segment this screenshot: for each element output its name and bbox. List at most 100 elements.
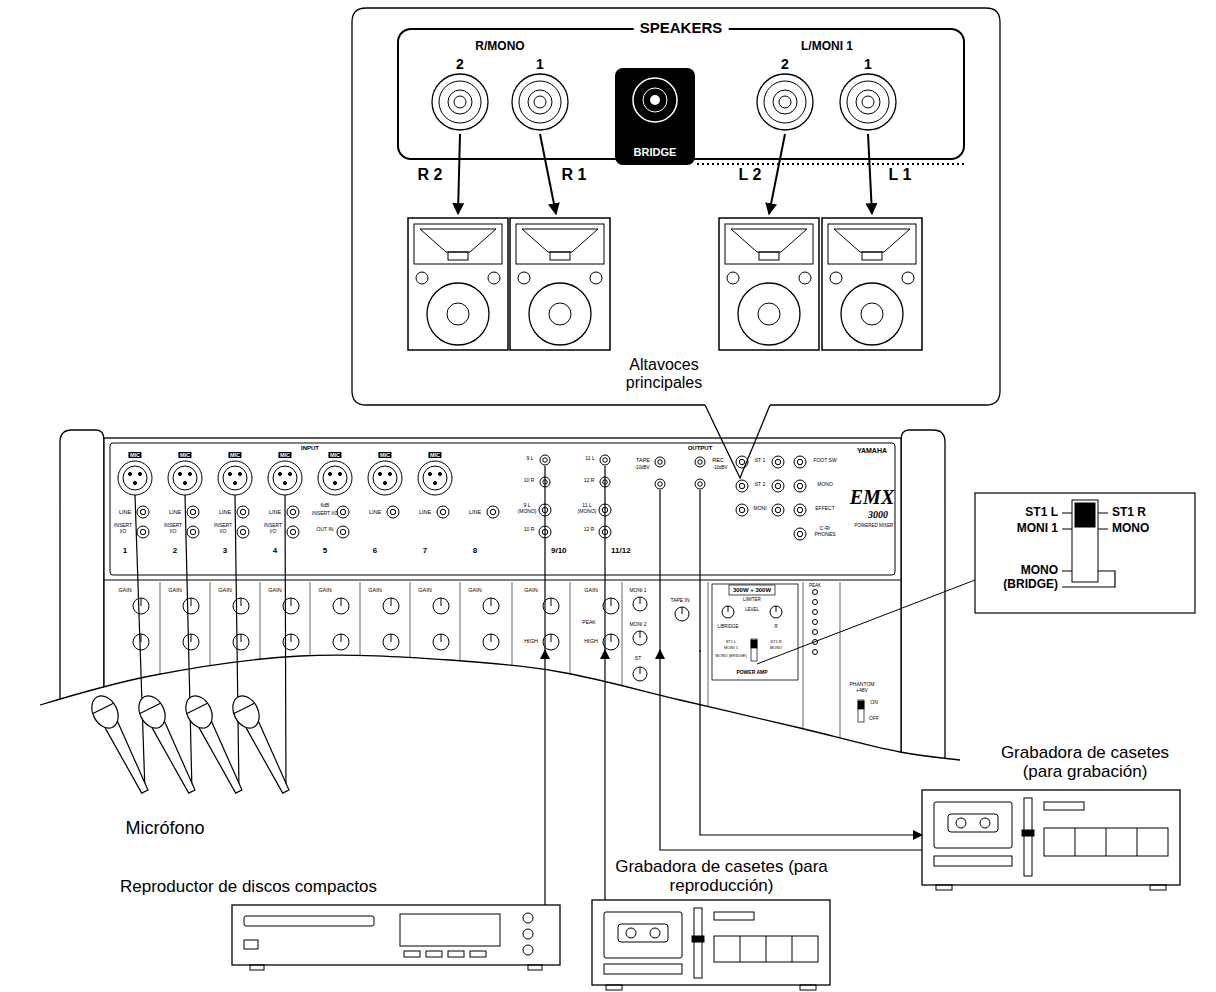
- phone-jack: [655, 479, 665, 489]
- jack-label: -10dBV: [634, 465, 649, 470]
- switch-label: MONO: [770, 646, 782, 651]
- jack-label: MIC: [428, 452, 441, 458]
- rotary-knob: [722, 606, 734, 618]
- cable-label: R 1: [562, 166, 587, 184]
- rotary-knob: [776, 606, 777, 612]
- speaker-cable: [458, 134, 872, 214]
- jack-label: LINE: [119, 509, 131, 515]
- xlr-jack: [178, 472, 181, 475]
- switch-inset: [1072, 500, 1098, 582]
- phone-jack: [772, 456, 784, 468]
- xlr-jack: [288, 472, 291, 475]
- jack-number: 2: [456, 56, 464, 72]
- input-cable: [699, 490, 700, 652]
- xlr-jack: [418, 461, 452, 495]
- rotary-knob: [133, 634, 149, 650]
- speaker-output-panel: SPEAKERS21BRIDGE21: [397, 28, 965, 160]
- phone-jack: [797, 507, 802, 512]
- cd-player: [448, 951, 464, 957]
- xlr-jack: [328, 472, 331, 475]
- xlr-jack: [418, 461, 452, 495]
- phone-jack: [794, 528, 806, 540]
- brand-logo: 3000: [868, 509, 888, 521]
- cassette-deck-playback: [618, 924, 668, 942]
- jack-label: INSERT I/O: [163, 523, 183, 535]
- jack-label: 9 L (MONO): [516, 503, 538, 515]
- rotary-knob: [483, 634, 499, 650]
- cassette-deck-playback: [604, 964, 682, 974]
- xlr-jack: [183, 481, 186, 484]
- jack-label: OUT IN: [317, 527, 334, 533]
- cassette-deck-playback: [792, 936, 793, 962]
- brand-logo: YAMAHA: [857, 447, 887, 455]
- phone-jack: [540, 455, 550, 465]
- rotary-knob: [633, 631, 647, 645]
- jack-label: 11 L (MONO): [576, 503, 598, 515]
- cassette-deck-recording: [1022, 830, 1034, 836]
- jack-label: MIC: [128, 452, 141, 458]
- xlr-jack: [318, 461, 352, 495]
- rotary-knob: [233, 598, 249, 614]
- jack-label: EFFECT: [815, 506, 834, 512]
- xlr-jack: [118, 461, 152, 495]
- phone-jack: [794, 456, 806, 468]
- power-rating: 300W + 300W: [733, 587, 771, 594]
- xlr-jack: [218, 461, 252, 495]
- microphones: [228, 691, 265, 732]
- phone-jack: [739, 483, 744, 488]
- knob-label: MONI 1: [629, 588, 646, 594]
- rotary-knob: [341, 598, 342, 606]
- jack-label: 10 R: [524, 527, 535, 533]
- panel-divider: [708, 582, 709, 800]
- channel-number: 8: [473, 546, 477, 555]
- knob-label: ST: [635, 656, 641, 662]
- rotary-knob: [183, 634, 199, 650]
- inset-leader: [757, 580, 975, 664]
- rotary-knob: [433, 598, 449, 614]
- microphones: [228, 691, 297, 797]
- phone-jack: [137, 526, 149, 538]
- knob-label: HIGH: [524, 638, 538, 644]
- callout-pointer: [705, 405, 770, 478]
- xlr-jack: [173, 466, 197, 490]
- phone-jack: [137, 506, 149, 518]
- rotary-knob: [383, 598, 399, 614]
- microphones: [199, 721, 245, 794]
- xlr-jack: [168, 461, 202, 495]
- level-led: [813, 630, 818, 635]
- bridge-jack-symbol: [615, 68, 695, 138]
- cassette-player: Grabadora de casetes (para reproducción): [592, 900, 830, 985]
- xlr-jack: [128, 472, 131, 475]
- phone-jack: [437, 506, 449, 518]
- rotary-knob: [383, 634, 399, 650]
- phone-jack: [695, 479, 705, 489]
- jack-label: INSERT I/O: [263, 523, 283, 535]
- rotary-knob: [133, 634, 149, 650]
- rotary-knob: [183, 598, 199, 614]
- microphones: [105, 721, 151, 794]
- rotary-knob: [441, 598, 442, 606]
- jack-label: LINE: [169, 509, 181, 515]
- phone-jack: [387, 506, 399, 518]
- knob-label: GAIN: [584, 587, 597, 593]
- phone-jack: [137, 526, 149, 538]
- cassette-deck-recording: [934, 802, 1012, 848]
- phone-jack: [187, 526, 199, 538]
- speaker-jack: [534, 96, 546, 108]
- speaker-jack: [528, 90, 552, 114]
- jack-number: 1: [536, 56, 544, 72]
- xlr-jack: [238, 472, 241, 475]
- cassette-deck-playback: [604, 912, 682, 958]
- speaker-cabinet: [719, 218, 819, 350]
- phone-jack: [137, 506, 149, 518]
- phone-jack: [695, 479, 705, 489]
- knob-label: L/BRIDGE: [717, 624, 738, 629]
- cassette-deck-recording: [1044, 828, 1168, 856]
- xlr-jack: [223, 466, 247, 490]
- phone-jack: [600, 455, 610, 465]
- phone-jack: [187, 506, 199, 518]
- xlr-jack: [278, 472, 281, 475]
- jack-label: LINE: [419, 509, 431, 515]
- rotary-knob: [183, 634, 199, 650]
